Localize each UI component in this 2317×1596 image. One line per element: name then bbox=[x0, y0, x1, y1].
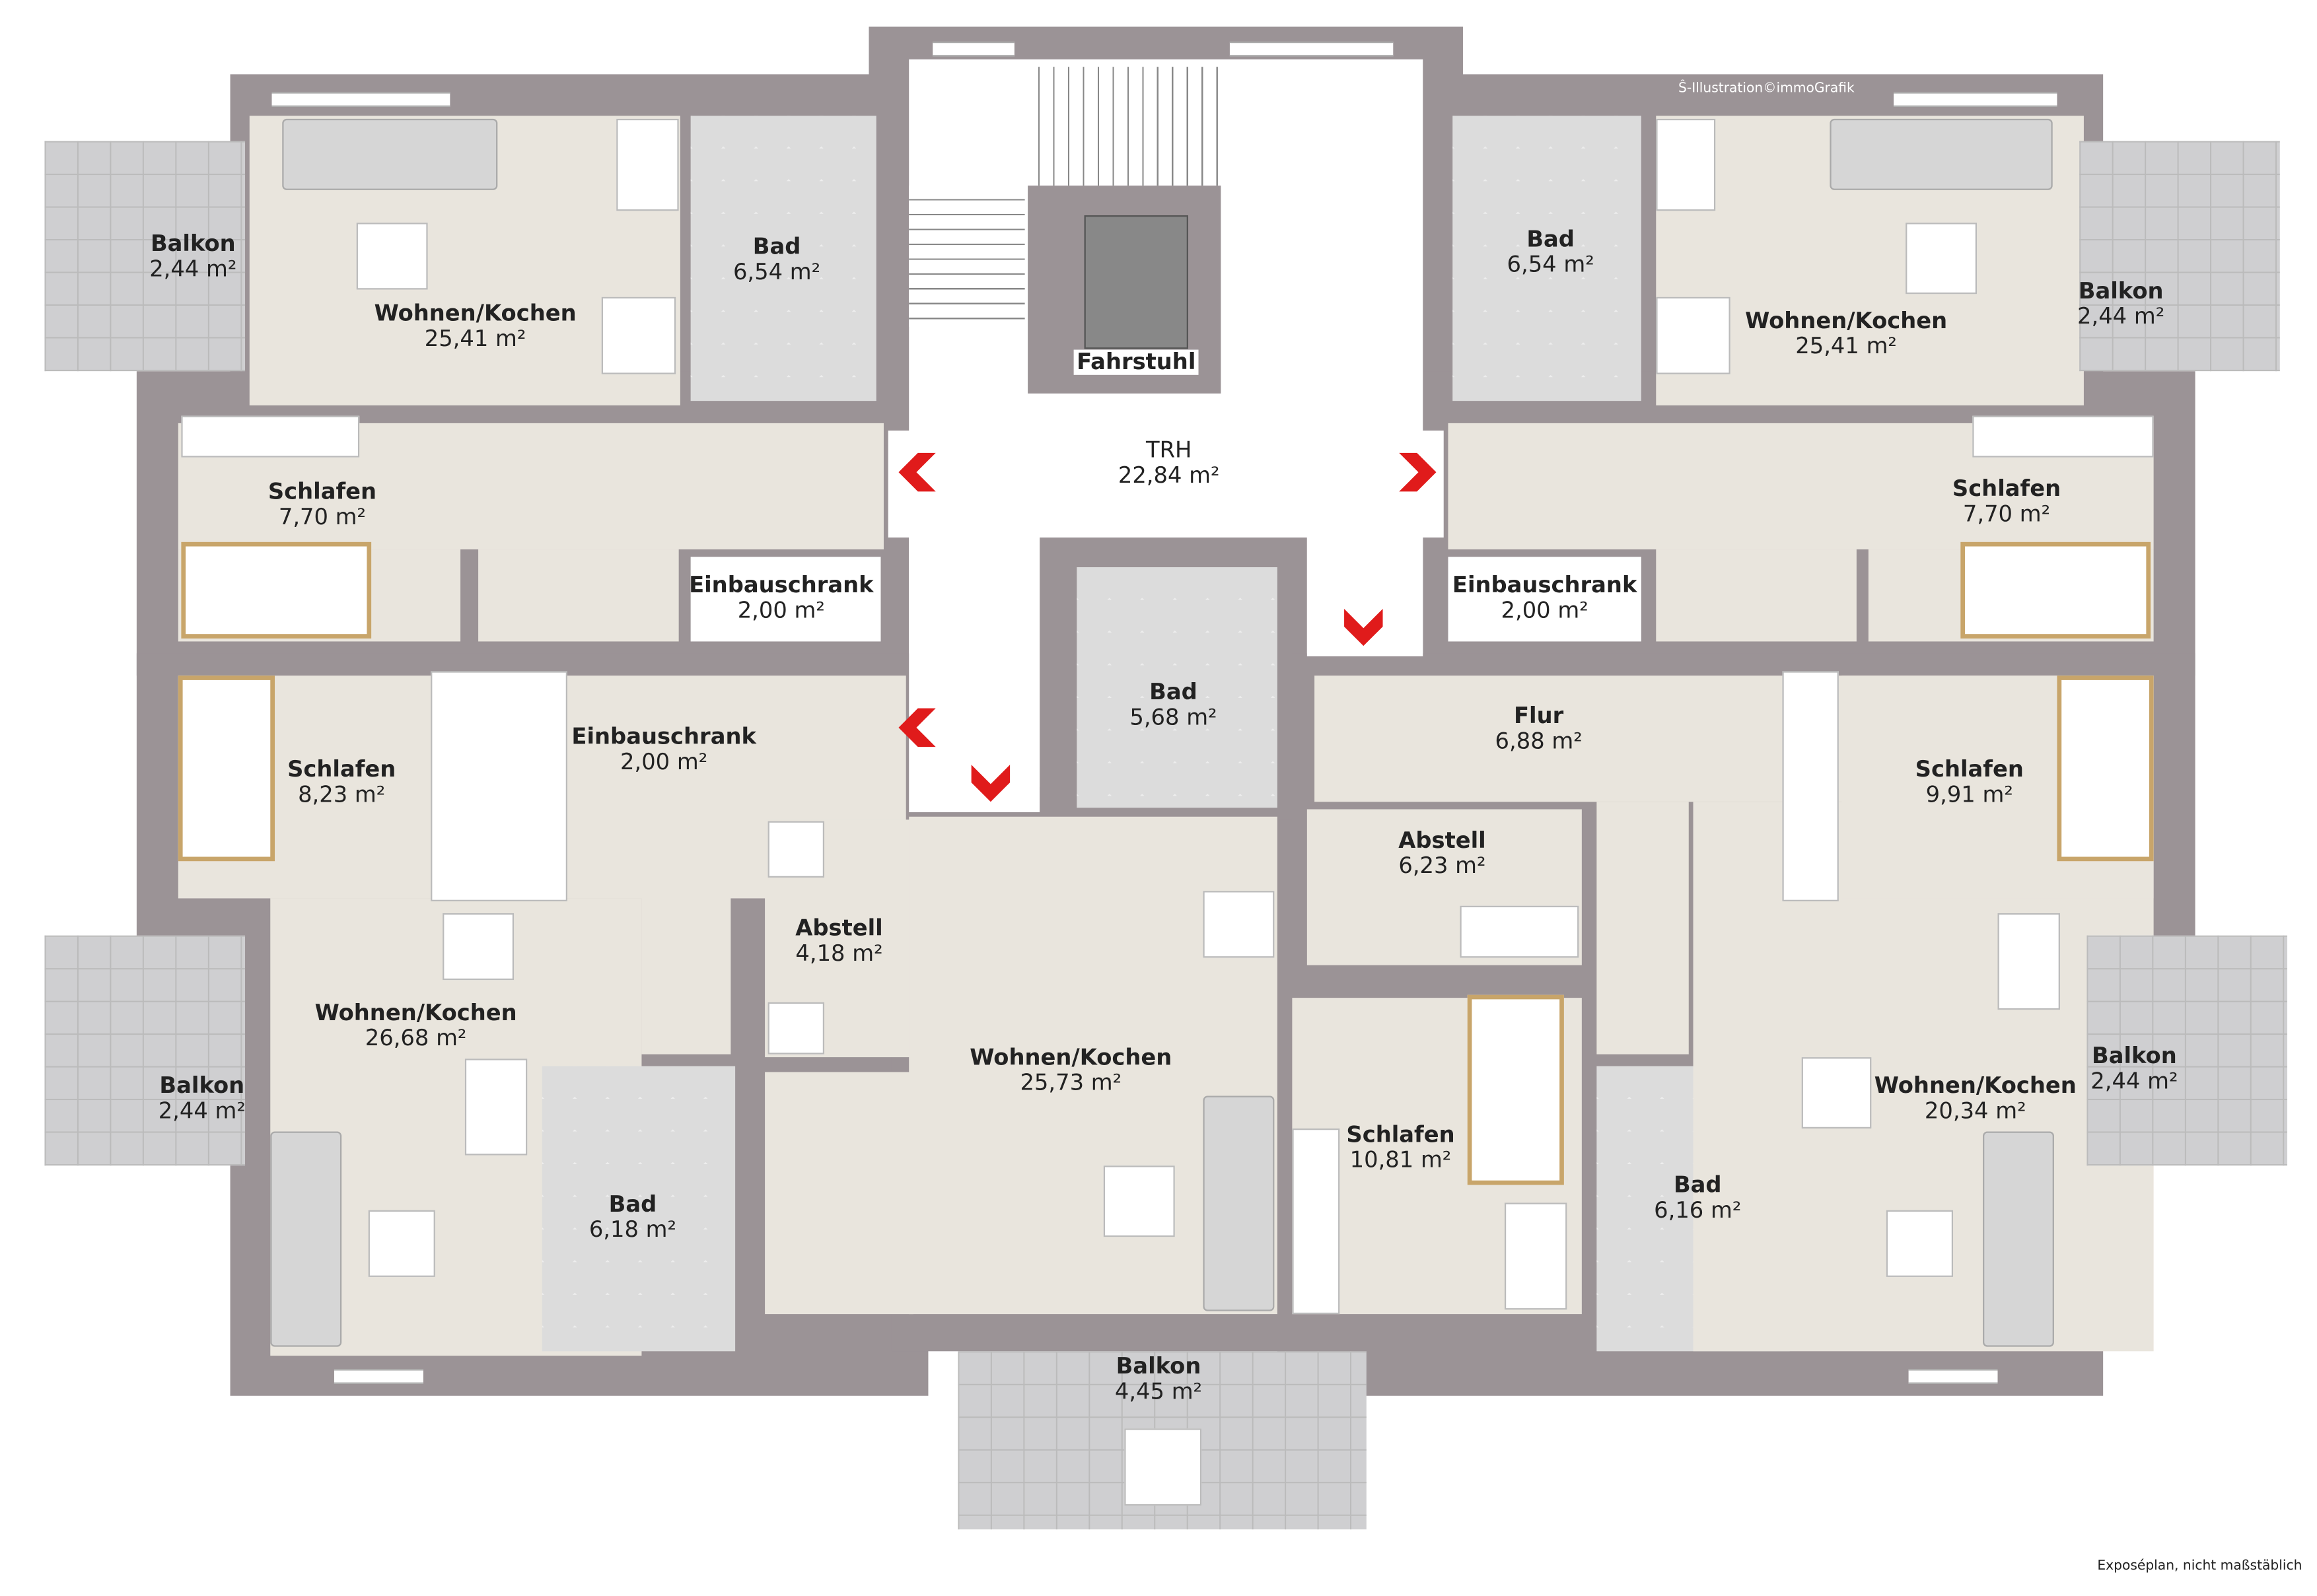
appliances bbox=[1460, 905, 1579, 958]
table bbox=[601, 296, 676, 374]
desk bbox=[616, 118, 679, 211]
window bbox=[1894, 92, 2057, 107]
stairwell-corridor bbox=[909, 538, 1040, 813]
wardrobe bbox=[1292, 1128, 1340, 1315]
watermark: Ŝ-Illustration©immoGrafik bbox=[1678, 81, 1855, 97]
wardrobe bbox=[1782, 671, 1839, 901]
table bbox=[1203, 891, 1275, 958]
window bbox=[271, 92, 450, 107]
room-bad bbox=[1452, 116, 1641, 401]
elevator-cabin bbox=[1084, 215, 1188, 349]
sofa bbox=[282, 118, 498, 190]
table bbox=[1103, 1165, 1175, 1237]
shelf bbox=[767, 821, 825, 878]
table bbox=[443, 913, 515, 981]
shelf bbox=[767, 1002, 825, 1055]
kitchen bbox=[1596, 802, 1689, 1055]
entrance-arrow-icon bbox=[1344, 608, 1383, 646]
wardrobe bbox=[181, 415, 360, 458]
desk bbox=[1504, 1202, 1567, 1310]
room-label: Fahrstuhl bbox=[1073, 349, 1199, 375]
room-einbauschrank bbox=[690, 557, 881, 642]
sofa bbox=[1203, 1095, 1275, 1311]
desk bbox=[464, 1058, 528, 1156]
desk bbox=[1997, 913, 2060, 1010]
kitchen bbox=[641, 802, 731, 1055]
table bbox=[1124, 1428, 1202, 1506]
room-einbauschrank bbox=[1448, 557, 1641, 642]
entrance-arrow-icon bbox=[898, 452, 936, 492]
entrance-arrow-icon bbox=[898, 708, 936, 747]
stairs bbox=[909, 186, 1025, 327]
sofa bbox=[270, 1131, 342, 1347]
sofa bbox=[1983, 1131, 2054, 1347]
window bbox=[1908, 1369, 1998, 1384]
balcony bbox=[2079, 141, 2280, 372]
table bbox=[368, 1210, 435, 1277]
kitchen bbox=[765, 1072, 913, 1315]
bed bbox=[178, 676, 275, 862]
table bbox=[1906, 223, 1978, 295]
bed bbox=[1467, 994, 1564, 1185]
table bbox=[1886, 1210, 1954, 1277]
stairwell-landing bbox=[888, 431, 1444, 538]
balcony bbox=[44, 141, 246, 372]
window bbox=[933, 41, 1015, 57]
window bbox=[1229, 41, 1394, 57]
footer-note: Exposéplan, nicht maßstäblich bbox=[2097, 1559, 2302, 1574]
savings-bank-logo-icon: Ŝ bbox=[1678, 81, 1687, 97]
balcony bbox=[44, 935, 246, 1166]
desk bbox=[1656, 118, 1716, 211]
room-bad bbox=[1077, 567, 1277, 808]
window bbox=[334, 1369, 423, 1384]
entrance-arrow-icon bbox=[971, 765, 1011, 802]
table bbox=[1801, 1057, 1872, 1129]
room-bad bbox=[542, 1066, 736, 1352]
sofa bbox=[1830, 118, 2053, 190]
bed bbox=[2057, 676, 2154, 862]
room-bad bbox=[690, 116, 876, 401]
balcony bbox=[2086, 935, 2287, 1166]
wardrobe bbox=[1972, 415, 2154, 458]
entrance-arrow-icon bbox=[1399, 452, 1437, 492]
wardrobe bbox=[431, 671, 568, 901]
stairs bbox=[1024, 67, 1218, 186]
bed bbox=[1960, 541, 2151, 639]
kitchen bbox=[478, 549, 679, 642]
table bbox=[1656, 296, 1730, 374]
table bbox=[356, 223, 428, 290]
kitchen bbox=[1656, 549, 1857, 642]
bed bbox=[181, 541, 372, 639]
